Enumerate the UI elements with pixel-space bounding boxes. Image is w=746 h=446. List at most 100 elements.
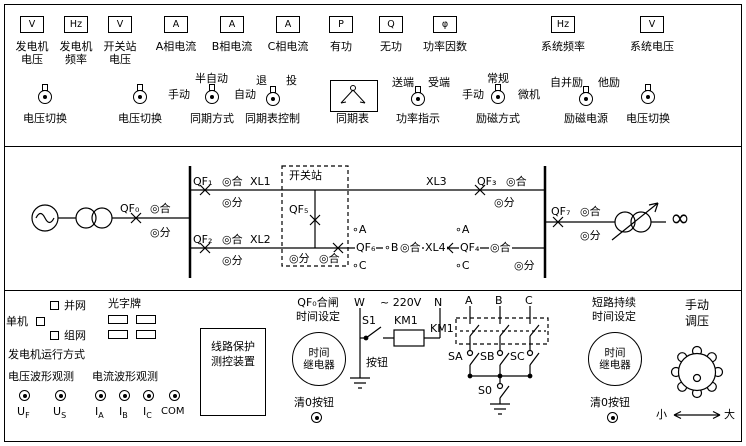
grid-transformer-symbol: [611, 202, 659, 241]
qf4-open-indicator[interactable]: ◎分: [514, 259, 535, 272]
switch-sa-label: SA: [448, 350, 463, 363]
annunciator-window: [108, 330, 128, 339]
mode-network-label: 组网: [64, 329, 86, 342]
switch-body-icon: [411, 92, 425, 106]
qf0-time-relay[interactable]: 时间 继电器: [292, 332, 346, 386]
tap-b-terminal[interactable]: ∘B: [383, 241, 400, 254]
switch-body-icon: [38, 90, 52, 104]
terminal-uf[interactable]: [19, 390, 30, 401]
sync-ctrl-in-label: 投: [286, 74, 297, 87]
manual-reg-title-l1: 手动: [685, 298, 710, 312]
qf0-clear-button-label: 清0按钮: [294, 396, 334, 409]
sync-meter-control-label: 同期表控制: [245, 112, 300, 125]
qf3-open-indicator[interactable]: ◎分: [494, 196, 515, 209]
excitation-source-switch[interactable]: [579, 86, 593, 108]
terminal-ia-label: IA: [95, 405, 104, 421]
tap-c-terminal[interactable]: ∘C: [455, 259, 470, 272]
sync-meter-control-switch[interactable]: [266, 86, 280, 108]
qf1-close-indicator[interactable]: ◎合: [222, 175, 243, 188]
exc-src-self-label: 自并励: [550, 76, 583, 89]
qf2-open-indicator[interactable]: ◎分: [222, 254, 243, 267]
terminal-ib[interactable]: [119, 390, 130, 401]
short-clear-button[interactable]: [607, 412, 618, 423]
terminal-com[interactable]: [169, 390, 180, 401]
qf5-open-indicator[interactable]: ◎分: [288, 252, 311, 265]
voltage-switch-2[interactable]: [133, 84, 147, 106]
breaker-label-qf6: QF₆: [355, 241, 377, 254]
sync-mode-auto-label: 自动: [234, 88, 256, 101]
qf0-close-indicator[interactable]: ◎合: [150, 202, 171, 215]
power-indication-label: 功率指示: [396, 112, 440, 125]
voltage-switch-1-label: 电压切换: [23, 112, 67, 125]
switch-sc-label: SC: [510, 350, 525, 363]
line-label-xl3: XL3: [426, 175, 447, 188]
qf0-clear-button[interactable]: [311, 412, 322, 423]
tap-a-terminal[interactable]: ∘A: [352, 223, 367, 236]
qf4-close-indicator[interactable]: ◎合: [489, 241, 512, 254]
manual-reg-title-l2: 调压: [685, 314, 710, 328]
network-mode-lamp: [50, 331, 59, 340]
line-protection-device: 线路保护 测控装置: [200, 328, 266, 416]
qf0-open-indicator[interactable]: ◎分: [150, 226, 171, 239]
regulator-range-arrow-icon: [673, 410, 721, 420]
generator-symbol: [31, 204, 59, 232]
terminal-ib-label: IB: [119, 405, 128, 421]
power-indication-switch[interactable]: [411, 86, 425, 108]
qf6-close-indicator[interactable]: ◎合: [399, 241, 422, 254]
sync-mode-switch[interactable]: [205, 84, 219, 106]
qf3-close-indicator[interactable]: ◎合: [506, 175, 527, 188]
line-label-xl4: XL4: [424, 241, 447, 254]
single-mode-lamp: [36, 317, 45, 326]
exc-mode-manual-label: 手动: [462, 88, 484, 101]
sync-mode-manual-label: 手动: [168, 88, 190, 101]
terminal-ic-label: IC: [143, 405, 152, 421]
short-circuit-time-relay[interactable]: 时间 继电器: [588, 332, 642, 386]
terminal-us[interactable]: [55, 390, 66, 401]
terminal-ia[interactable]: [95, 390, 106, 401]
qf0-time-setting-title-l2: 时间设定: [296, 310, 340, 323]
tap-c-terminal[interactable]: ∘C: [352, 259, 367, 272]
excitation-mode-switch[interactable]: [491, 84, 505, 106]
sync-ctrl-out-label: 退: [256, 74, 267, 87]
manual-regulator-knob-icon[interactable]: [670, 345, 724, 399]
section-divider-top: [4, 146, 742, 147]
switch-body-icon: [579, 92, 593, 106]
qf1-open-indicator[interactable]: ◎分: [222, 196, 243, 209]
annunciator-window: [108, 315, 128, 324]
annunciator-label: 光字牌: [108, 297, 141, 310]
terminal-w-label: W: [354, 296, 365, 309]
qf2-close-indicator[interactable]: ◎合: [222, 233, 243, 246]
sync-mode-label: 同期方式: [190, 112, 234, 125]
qf5-close-indicator[interactable]: ◎合: [318, 252, 341, 265]
pushbutton-label: 按钮: [366, 356, 388, 369]
infinite-bus-symbol: ∞: [670, 204, 690, 232]
synchroscope: [330, 80, 378, 112]
ground-icon: [350, 377, 370, 389]
qf7-close-indicator[interactable]: ◎合: [580, 205, 601, 218]
voltage-switch-3[interactable]: [641, 84, 655, 106]
synchroscope-label: 同期表: [336, 112, 369, 125]
switch-s0-label: S0: [478, 384, 492, 397]
supply-voltage-label: ~ 220V: [380, 296, 422, 309]
regulator-max-label: 大: [724, 408, 735, 421]
sync-mode-semi-label: 半自动: [195, 72, 228, 85]
phase-c-label: C: [525, 294, 533, 307]
short-clear-button-label: 清0按钮: [590, 396, 630, 409]
breaker-label-qf0: QF₀: [120, 202, 140, 215]
tap-a-terminal[interactable]: ∘A: [455, 223, 470, 236]
qf7-open-indicator[interactable]: ◎分: [580, 229, 601, 242]
one-line-diagram: [31, 165, 666, 278]
switch-sb-label: SB: [480, 350, 495, 363]
voltage-switch-1[interactable]: [38, 84, 52, 106]
terminal-ic[interactable]: [143, 390, 154, 401]
